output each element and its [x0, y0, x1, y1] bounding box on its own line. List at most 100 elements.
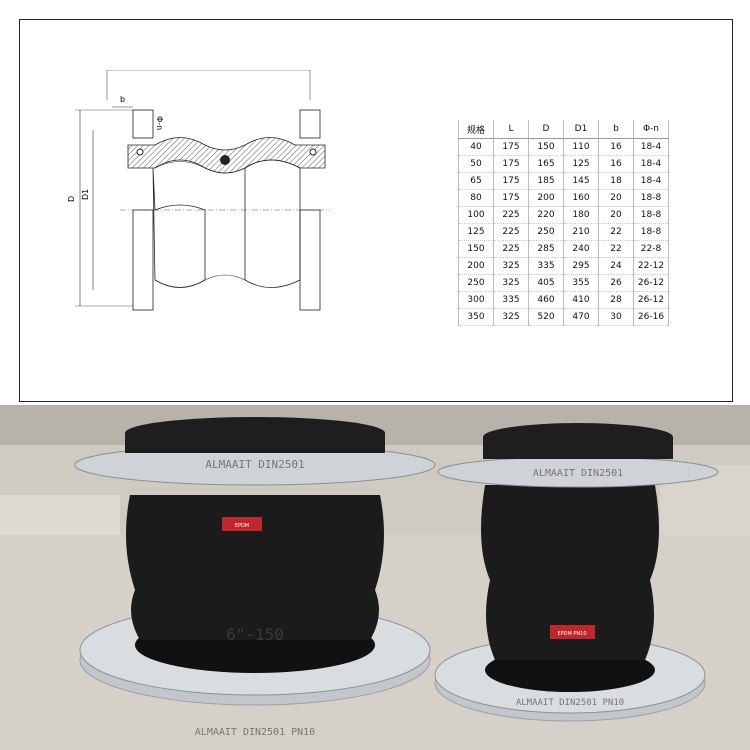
table-cell: 26-12 [633, 274, 669, 292]
table-cell: 325 [493, 274, 529, 292]
table-cell: 16 [598, 138, 634, 156]
table-cell: 200 [528, 189, 564, 207]
table-cell: 22 [598, 223, 634, 241]
table-cell: 185 [528, 172, 564, 190]
table-cell: 18-8 [633, 189, 669, 207]
table-cell: 100 [458, 206, 494, 224]
table-cell: 200 [458, 257, 494, 275]
table-cell: 20 [598, 206, 634, 224]
table-cell: 150 [458, 240, 494, 258]
table-cell: 175 [493, 138, 529, 156]
table-cell: 22 [598, 240, 634, 258]
table-cell: 30 [598, 308, 634, 326]
table-cell: 26 [598, 274, 634, 292]
table-cell: 65 [458, 172, 494, 190]
table-header-cell: Φ-n [633, 120, 669, 139]
table-cell: 460 [528, 291, 564, 309]
table-cell: 175 [493, 155, 529, 173]
table-cell: 335 [493, 291, 529, 309]
label-a: EPDM [235, 523, 249, 529]
table-header-cell: D1 [563, 120, 599, 139]
table-cell: 22-12 [633, 257, 669, 275]
table-cell: 18-4 [633, 155, 669, 173]
table-cell: 125 [563, 155, 599, 173]
table-header-cell: 规格 [458, 120, 494, 139]
table-cell: 175 [493, 189, 529, 207]
table-cell: 160 [563, 189, 599, 207]
dim-b-label: b [120, 95, 125, 104]
dim-phi-label: Φ-n [155, 116, 164, 130]
table-cell: 125 [458, 223, 494, 241]
dim-D-label: D [67, 196, 76, 202]
table-cell: 325 [493, 308, 529, 326]
table-cell: 22-8 [633, 240, 669, 258]
table-cell: 220 [528, 206, 564, 224]
table-cell: 40 [458, 138, 494, 156]
table-cell: 520 [528, 308, 564, 326]
table-cell: 225 [493, 223, 529, 241]
table-cell: 355 [563, 274, 599, 292]
table-cell: 210 [563, 223, 599, 241]
table-header-cell: b [598, 120, 634, 139]
table-cell: 18 [598, 172, 634, 190]
product-photo: ALMAAIT DIN2501 6"-150 EPDM ALMAAIT DIN2… [0, 405, 750, 750]
flange-stamp-left: ALMAAIT DIN2501 [205, 458, 304, 471]
table-cell: 26-16 [633, 308, 669, 326]
table-cell: 150 [528, 138, 564, 156]
table-cell: 250 [528, 223, 564, 241]
table-cell: 50 [458, 155, 494, 173]
table-cell: 335 [528, 257, 564, 275]
table-cell: 18-4 [633, 172, 669, 190]
table-cell: 225 [493, 240, 529, 258]
table-cell: 18-4 [633, 138, 669, 156]
expansion-joints-photo: ALMAAIT DIN2501 6"-150 EPDM ALMAAIT DIN2… [0, 405, 750, 750]
table-cell: 225 [493, 206, 529, 224]
bottom-flange-stamp-left: ALMAAIT DIN2501 PN10 [195, 727, 315, 738]
table-cell: 18-8 [633, 206, 669, 224]
table-cell: 24 [598, 257, 634, 275]
table-cell: 175 [493, 172, 529, 190]
table-cell: 145 [563, 172, 599, 190]
table-cell: 300 [458, 291, 494, 309]
flange-stamp-right: ALMAAIT DIN2501 [533, 468, 623, 479]
table-cell: 165 [528, 155, 564, 173]
table-cell: 240 [563, 240, 599, 258]
table-cell: 285 [528, 240, 564, 258]
bottom-flange-stamp-right: ALMAAIT DIN2501 PN10 [516, 698, 624, 708]
table-cell: 350 [458, 308, 494, 326]
label-b: EPDM PN10 [557, 631, 586, 637]
table-cell: 20 [598, 189, 634, 207]
table-cell: 470 [563, 308, 599, 326]
table-cell: 80 [458, 189, 494, 207]
table-cell: 295 [563, 257, 599, 275]
body-size-mark: 6"-150 [226, 625, 284, 644]
table-cell: 18-8 [633, 223, 669, 241]
table-cell: 28 [598, 291, 634, 309]
table-cell: 325 [493, 257, 529, 275]
table-cell: 180 [563, 206, 599, 224]
table-cell: 16 [598, 155, 634, 173]
table-cell: 250 [458, 274, 494, 292]
table-cell: 405 [528, 274, 564, 292]
table-header-cell: L [493, 120, 529, 139]
table-cell: 110 [563, 138, 599, 156]
table-cell: 26-12 [633, 291, 669, 309]
dim-D1-label: D1 [81, 189, 90, 200]
table-cell: 410 [563, 291, 599, 309]
cross-section-drawing: L b Φ-n D D1 [67, 70, 330, 311]
table-header-cell: D [528, 120, 564, 139]
